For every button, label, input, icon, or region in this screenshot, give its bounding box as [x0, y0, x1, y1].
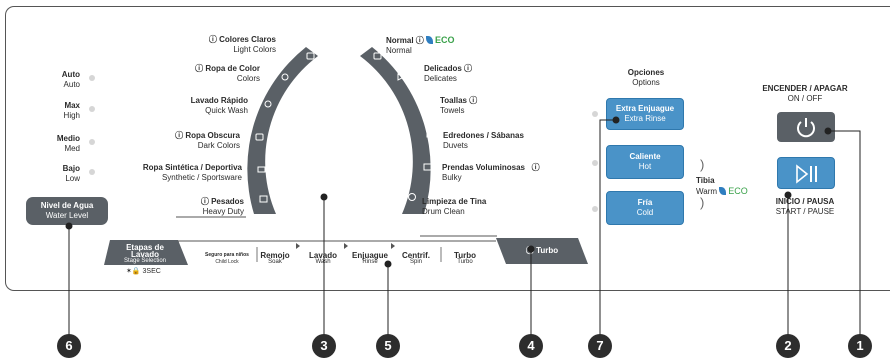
dark-colors-icon	[255, 133, 264, 141]
callout-5: 5	[376, 334, 400, 358]
callout-4: 4	[519, 334, 543, 358]
leaf-icon	[719, 187, 727, 195]
extra-rinse-led	[592, 111, 598, 117]
water-level-high-led	[89, 106, 95, 112]
quick-wash-icon	[264, 100, 272, 108]
callout-dot-3	[320, 193, 328, 201]
duvets-icon	[426, 130, 435, 138]
info-icon: ⓘ	[469, 96, 478, 105]
callout-line-7	[599, 119, 616, 336]
arrow-icon	[344, 243, 348, 249]
bulky-icon	[423, 163, 432, 171]
towels-icon	[418, 98, 426, 108]
callout-2: 2	[776, 334, 800, 358]
water-level-auto-led	[89, 75, 95, 81]
drum-clean-icon	[408, 193, 416, 201]
play-pause-icon	[796, 164, 817, 184]
arrow-icon	[296, 243, 300, 249]
synthetic-icon	[257, 166, 266, 173]
callout-dot-2	[784, 191, 792, 199]
colors-icon	[281, 73, 289, 81]
callout-6: 6	[57, 334, 81, 358]
light-colors-icon	[306, 52, 315, 60]
cold-led	[592, 206, 598, 212]
normal-icon	[373, 52, 382, 60]
callout-dot-5	[384, 260, 392, 268]
callout-1: 1	[848, 334, 872, 358]
info-icon: ⓘ	[464, 64, 473, 73]
warm-bracket-top: )	[700, 157, 705, 172]
callout-dot-6	[65, 222, 73, 230]
heavy-duty-icon	[259, 195, 268, 203]
power-icon	[797, 118, 815, 138]
water-level-low-led	[89, 169, 95, 175]
info-icon: ⓘ	[175, 131, 186, 140]
water-level-med-led	[89, 139, 95, 145]
callout-3: 3	[312, 334, 336, 358]
info-icon: ⓘ	[208, 35, 220, 44]
hot-led	[592, 160, 598, 166]
info-icon: ⓘ	[415, 36, 424, 45]
start-pause-button[interactable]	[777, 157, 835, 189]
warm-bracket-bottom: )	[700, 195, 705, 210]
callout-dot-1	[824, 127, 832, 135]
stage-selection-tab	[104, 240, 188, 265]
callout-line-1	[828, 130, 861, 336]
child-lock-hint: ✶🔒 3SEC	[126, 268, 161, 275]
leaf-icon	[426, 36, 434, 44]
arrow-icon	[391, 243, 395, 249]
callout-dot-4	[527, 245, 535, 253]
info-icon: ⓘ	[195, 64, 206, 73]
info-icon: ⓘ	[531, 163, 540, 172]
callout-7: 7	[588, 334, 612, 358]
power-button[interactable]	[777, 112, 835, 142]
callout-dot-7	[612, 116, 620, 124]
info-icon: ⓘ	[200, 197, 212, 206]
turbo-tab	[496, 238, 588, 264]
stage-spin[interactable]: Centrif.Spin	[402, 251, 430, 266]
dial-right-arc	[360, 47, 431, 214]
delicates-icon	[397, 73, 406, 81]
